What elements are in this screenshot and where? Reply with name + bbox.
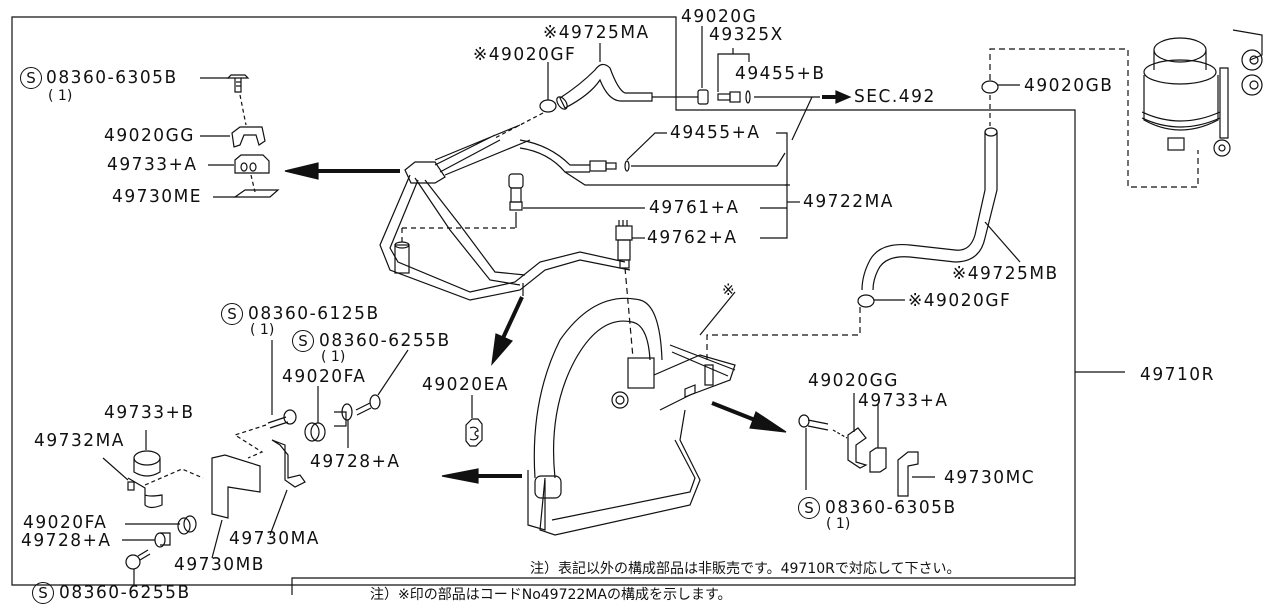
standard-part-symbol: S	[798, 497, 820, 519]
callout-bracket-ma[interactable]: 49730MA	[229, 528, 320, 550]
callout-bolt-6125[interactable]: 08360-6125B	[248, 303, 380, 325]
callout-clamp-ea[interactable]: 49020EA	[422, 374, 509, 396]
spacer-49733b-icon	[133, 450, 161, 477]
clamp-49732ma-icon	[127, 477, 163, 509]
callout-connector-325x[interactable]: 49325X	[709, 24, 784, 46]
spacer-49733a-icon	[234, 154, 270, 174]
callout-grommet-fa-upper[interactable]: 49020FA	[282, 366, 367, 388]
callout-clamp-gf-top[interactable]: ※49020GF	[473, 44, 577, 66]
bolt-6305-right-icon	[798, 414, 829, 431]
clamp-49020gg-icon	[231, 126, 266, 148]
qty-bolt-top-left: ( 1)	[48, 88, 73, 104]
spacer-49733a-right-icon	[869, 447, 887, 473]
callout-bolt-6255-lower[interactable]: 08360-6255B	[59, 582, 191, 604]
standard-part-symbol: S	[221, 303, 243, 325]
callout-clamp-gg-right[interactable]: 49020GG	[808, 370, 899, 392]
bolt-6255-upper-icon	[355, 394, 381, 416]
assembly-frame	[11, 16, 1076, 586]
callout-clamp-gb[interactable]: 49020GB	[1024, 75, 1114, 97]
connector-49325x-icon	[717, 91, 741, 103]
qty-bolt-6125: ( 1)	[250, 322, 275, 338]
return-hose	[527, 297, 701, 536]
callout-hose-ma[interactable]: ※49725MA	[543, 22, 650, 44]
callout-clamp-g[interactable]: 49020G	[681, 6, 758, 28]
qty-bolt-6305-right: ( 1)	[826, 516, 851, 532]
note-non-sale-parts: 注）表記以外の構成部品は非販売です。49710Rで対応して下さい。	[530, 561, 961, 577]
asterisk-mark: ※	[722, 280, 737, 300]
callout-assembly-49710r[interactable]: 49710R	[1140, 364, 1215, 386]
callout-grommet-fa-lower[interactable]: 49020FA	[23, 512, 108, 534]
collar-49728a-upper-icon	[334, 403, 353, 427]
bracket-49730mc-icon	[897, 451, 919, 497]
callout-hose-mb[interactable]: ※49725MB	[952, 263, 1059, 285]
callout-spacer-a-right[interactable]: 49733+A	[858, 390, 949, 412]
collar-49728a-lower-icon	[154, 532, 171, 548]
hose-49725mb	[861, 127, 998, 291]
arrow-down-right-icon	[711, 401, 787, 433]
standard-part-symbol: S	[20, 67, 42, 89]
callout-clamp-gf-right[interactable]: ※49020GF	[908, 290, 1012, 312]
bolt-6125-icon	[267, 409, 297, 429]
clamp-49020gf-right-icon	[857, 294, 875, 308]
callout-switch-762[interactable]: 49762+A	[647, 227, 738, 249]
arrow-left-bottom-icon	[441, 468, 522, 484]
callout-clamp-732ma[interactable]: 49732MA	[34, 430, 125, 452]
bracket-49730me-icon	[233, 189, 280, 198]
callout-bolt-6255-upper[interactable]: 08360-6255B	[319, 330, 451, 352]
callout-bracket-top-left[interactable]: 49730ME	[112, 186, 202, 208]
pressure-tube-upper	[379, 124, 790, 301]
callout-tube-assembly[interactable]: 49722MA	[803, 191, 894, 213]
standard-part-symbol: S	[32, 582, 54, 604]
reservoir-tank-icon	[1141, 29, 1263, 157]
section-reference[interactable]: SEC.492	[854, 86, 936, 108]
callout-bracket-mc[interactable]: 49730MC	[944, 467, 1036, 489]
clamp-49020g-icon	[697, 89, 709, 105]
arrow-down-left-icon	[491, 296, 524, 366]
pressure-switch-49762-icon	[615, 220, 633, 269]
callout-collar-728-lower[interactable]: 49728+A	[21, 530, 112, 552]
clamp-49020gf-top-icon	[539, 99, 557, 113]
clamp-49020ea-icon	[465, 418, 483, 447]
callout-bolt-top-left[interactable]: 08360-6305B	[46, 67, 178, 89]
callout-bracket-mb[interactable]: 49730MB	[174, 554, 265, 576]
grommet-49020fa-lower-icon	[177, 515, 197, 535]
callout-spacer-b[interactable]: 49733+B	[104, 402, 195, 424]
hose-49725ma	[556, 63, 653, 110]
callout-bolt-6305-right[interactable]: 08360-6305B	[825, 497, 957, 519]
bracket-49730mb-icon	[211, 454, 261, 519]
callout-spacer-top-left[interactable]: 49733+A	[107, 154, 198, 176]
oring-49455b-icon	[745, 90, 751, 104]
callout-oring-b[interactable]: 49455+B	[735, 63, 826, 85]
callout-switch-761[interactable]: 49761+A	[649, 197, 740, 219]
oring-49455a-icon	[624, 160, 630, 172]
grommet-49020fa-upper-icon	[304, 422, 326, 442]
arrow-left-icon	[284, 162, 400, 180]
clamp-49020gb-icon	[981, 80, 999, 94]
callout-clamp-top-left[interactable]: 49020GG	[104, 125, 195, 147]
callout-oring-a[interactable]: 49455+A	[670, 122, 761, 144]
callout-collar-728-upper[interactable]: 49728+A	[310, 451, 401, 473]
arrow-sec492-icon	[822, 90, 852, 104]
union-block	[611, 344, 736, 411]
bolt-6255-lower-icon	[125, 549, 151, 570]
pressure-switch-49761-icon	[508, 173, 524, 211]
bolt-top-left-icon	[226, 74, 250, 93]
bracket-49730ma-icon	[271, 439, 306, 488]
qty-bolt-6255-upper: ( 1)	[321, 349, 346, 365]
clamp-49020gg-right-icon	[847, 427, 868, 469]
note-box	[291, 577, 1075, 595]
standard-part-symbol: S	[292, 330, 314, 352]
note-asterisk-parts: 注）※印の部品はコードNo49722MAの構成を示します。	[370, 587, 732, 603]
